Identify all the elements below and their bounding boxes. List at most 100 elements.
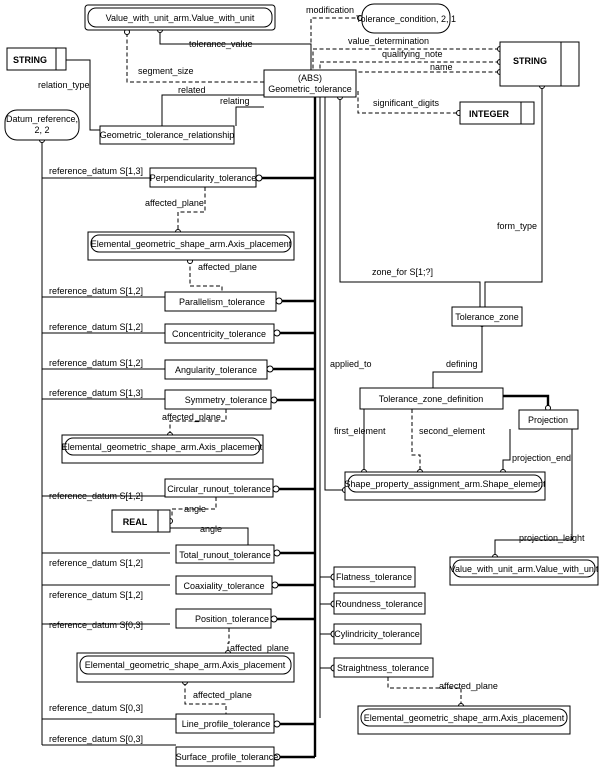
attr-ref-surface-profile: reference_datum S[0,3]: [49, 734, 143, 744]
attr-projection-end: projection_end: [512, 453, 571, 463]
datum-reference-box: Datum_reference, 2, 2: [4, 109, 80, 141]
geometric-tolerance-abs-label: (ABS): [298, 73, 322, 83]
concentricity-tolerance-label: Concentricity_tolerance: [172, 329, 266, 339]
geometric-tolerance-relationship-box: Geometric_tolerance_relationship: [99, 125, 235, 145]
attr-ref-position: reference_datum S[0,3]: [49, 620, 143, 630]
string-left-label: STRING: [13, 55, 47, 65]
attr-zone-for: zone_for S[1;?]: [372, 267, 433, 277]
attr-form-type: form_type: [497, 221, 537, 231]
string-right-label: STRING: [513, 56, 547, 66]
surface-profile-tolerance-label: Surface_profile_tolerance: [176, 752, 279, 762]
angularity-tolerance-box: Angularity_tolerance: [164, 359, 268, 380]
attr-modification: modification: [306, 5, 354, 15]
axis-placement-4-box: Elemental_geometric_shape_arm.Axis_place…: [357, 705, 571, 735]
attr-ref-coaxiality: reference_datum S[1,2]: [49, 590, 143, 600]
symmetry-tolerance-box: Symmetry_tolerance: [164, 389, 272, 410]
cylindricity-tolerance-label: Cylindricity_tolerance: [334, 629, 420, 639]
tolerance-condition-label: Tolerance_condition, 2, 1: [356, 14, 456, 24]
attr-ref-circular-runout: reference_datum S[1,2]: [49, 491, 143, 501]
attr-angle-1: angle: [184, 504, 206, 514]
tolerance-zone-label: Tolerance_zone: [455, 312, 519, 322]
attr-affected-plane-5: affected_plane: [193, 690, 252, 700]
attr-relating: relating: [220, 96, 250, 106]
circular-runout-tolerance-box: Circular_runout_tolerance: [164, 478, 274, 498]
line-profile-tolerance-box: Line_profile_tolerance: [175, 713, 275, 734]
projection-label: Projection: [528, 415, 568, 425]
axis-placement-1-box: Elemental_geometric_shape_arm.Axis_place…: [87, 231, 295, 261]
value-with-unit-top-box: Value_with_unit_arm.Value_with_unit: [84, 4, 276, 31]
integer-box: INTEGER: [459, 101, 535, 125]
attr-value-determination: value_determination: [348, 36, 429, 46]
attr-tolerance-value: tolerance_value: [189, 39, 253, 49]
attr-angle-2: angle: [200, 524, 222, 534]
circular-runout-tolerance-label: Circular_runout_tolerance: [167, 484, 271, 494]
tolerance-condition-box: Tolerance_condition, 2, 1: [356, 3, 456, 34]
value-with-unit-top-label: Value_with_unit_arm.Value_with_unit: [106, 13, 255, 23]
shape-element-label: Shape_property_assignment_arm.Shape_elem…: [344, 479, 546, 489]
straightness-tolerance-label: Straightness_tolerance: [337, 663, 429, 673]
string-left-box: STRING: [6, 47, 67, 71]
flatness-tolerance-label: Flatness_tolerance: [336, 572, 412, 582]
attr-ref-line-profile: reference_datum S[0,3]: [49, 703, 143, 713]
geometric-tolerance-label: Geometric_tolerance: [268, 84, 352, 94]
attr-segment-size: segment_size: [138, 66, 194, 76]
cylindricity-tolerance-box: Cylindricity_tolerance: [333, 623, 422, 645]
attr-ref-concentricity: reference_datum S[1,2]: [49, 322, 143, 332]
projection-box: Projection: [518, 409, 579, 430]
attr-affected-plane-1: affected_plane: [145, 198, 204, 208]
attribute-labels: modification tolerance_value segment_siz…: [38, 5, 585, 744]
coaxiality-tolerance-label: Coaxiality_tolerance: [183, 581, 264, 591]
attr-ref-symmetry: reference_datum S[1,3]: [49, 388, 143, 398]
attr-affected-plane-2: affected_plane: [198, 262, 257, 272]
attr-applied-to: applied_to: [330, 359, 372, 369]
coaxiality-tolerance-box: Coaxiality_tolerance: [175, 575, 273, 595]
geometric-tolerance-relationship-label: Geometric_tolerance_relationship: [100, 130, 235, 140]
axis-placement-3-box: Elemental_geometric_shape_arm.Axis_place…: [76, 652, 295, 683]
symmetry-tolerance-label: Symmetry_tolerance: [185, 395, 268, 405]
axis-placement-2-label: Elemental_geometric_shape_arm.Axis_place…: [62, 442, 263, 452]
attr-affected-plane-4: affected_plane: [230, 643, 289, 653]
real-label: REAL: [123, 517, 148, 527]
attr-qualifying-note: qualifying_note: [382, 49, 443, 59]
flatness-tolerance-box: Flatness_tolerance: [333, 566, 416, 588]
attr-ref-total-runout: reference_datum S[1,2]: [49, 558, 143, 568]
attr-affected-plane-6: affected_plane: [439, 681, 498, 691]
tolerance-zone-box: Tolerance_zone: [451, 306, 523, 327]
string-right-box: STRING: [499, 41, 580, 87]
datum-reference-label-2: 2, 2: [34, 125, 49, 135]
attr-ref-perpendicularity: reference_datum S[1,3]: [49, 166, 143, 176]
integer-label: INTEGER: [469, 109, 510, 119]
attr-relation-type: relation_type: [38, 80, 90, 90]
total-runout-tolerance-label: Total_runout_tolerance: [179, 550, 271, 560]
total-runout-tolerance-box: Total_runout_tolerance: [175, 544, 275, 564]
attr-defining: defining: [446, 359, 478, 369]
perpendicularity-tolerance-label: Perpendicularity_tolerance: [150, 173, 257, 183]
value-with-unit-right-box: Value_with_unit_arm.Value_with_unit: [449, 556, 599, 586]
roundness-tolerance-box: Roundness_tolerance: [333, 592, 426, 615]
parallelism-tolerance-box: Parallelism_tolerance: [164, 291, 277, 312]
straightness-tolerance-box: Straightness_tolerance: [333, 657, 434, 678]
shape-element-box: Shape_property_assignment_arm.Shape_elem…: [344, 471, 546, 501]
tolerance-zone-definition-label: Tolerance_zone_definition: [379, 394, 484, 404]
surface-profile-tolerance-box: Surface_profile_tolerance: [175, 746, 279, 767]
axis-placement-2-box: Elemental_geometric_shape_arm.Axis_place…: [61, 434, 264, 464]
attr-ref-parallelism: reference_datum S[1,2]: [49, 286, 143, 296]
perpendicularity-tolerance-box: Perpendicularity_tolerance: [149, 167, 257, 188]
line-profile-tolerance-label: Line_profile_tolerance: [182, 719, 271, 729]
axis-placement-4-label: Elemental_geometric_shape_arm.Axis_place…: [364, 713, 565, 723]
axis-placement-3-label: Elemental_geometric_shape_arm.Axis_place…: [85, 660, 286, 670]
roundness-tolerance-label: Roundness_tolerance: [335, 599, 423, 609]
value-with-unit-right-label: Value_with_unit_arm.Value_with_unit: [450, 564, 599, 574]
axis-placement-1-label: Elemental_geometric_shape_arm.Axis_place…: [91, 239, 292, 249]
real-box: REAL: [111, 509, 171, 533]
concentricity-tolerance-box: Concentricity_tolerance: [164, 323, 275, 344]
angularity-tolerance-label: Angularity_tolerance: [175, 365, 257, 375]
parallelism-tolerance-label: Parallelism_tolerance: [179, 297, 265, 307]
attr-ref-angularity: reference_datum S[1,2]: [49, 358, 143, 368]
attr-second-element: second_element: [419, 426, 486, 436]
tolerance-zone-definition-box: Tolerance_zone_definition: [359, 387, 504, 410]
position-tolerance-box: Position_tolerance: [175, 608, 272, 629]
position-tolerance-label: Position_tolerance: [195, 614, 269, 624]
attr-affected-plane-3: affected_plane: [162, 412, 221, 422]
attr-significant-digits: significant_digits: [373, 98, 440, 108]
